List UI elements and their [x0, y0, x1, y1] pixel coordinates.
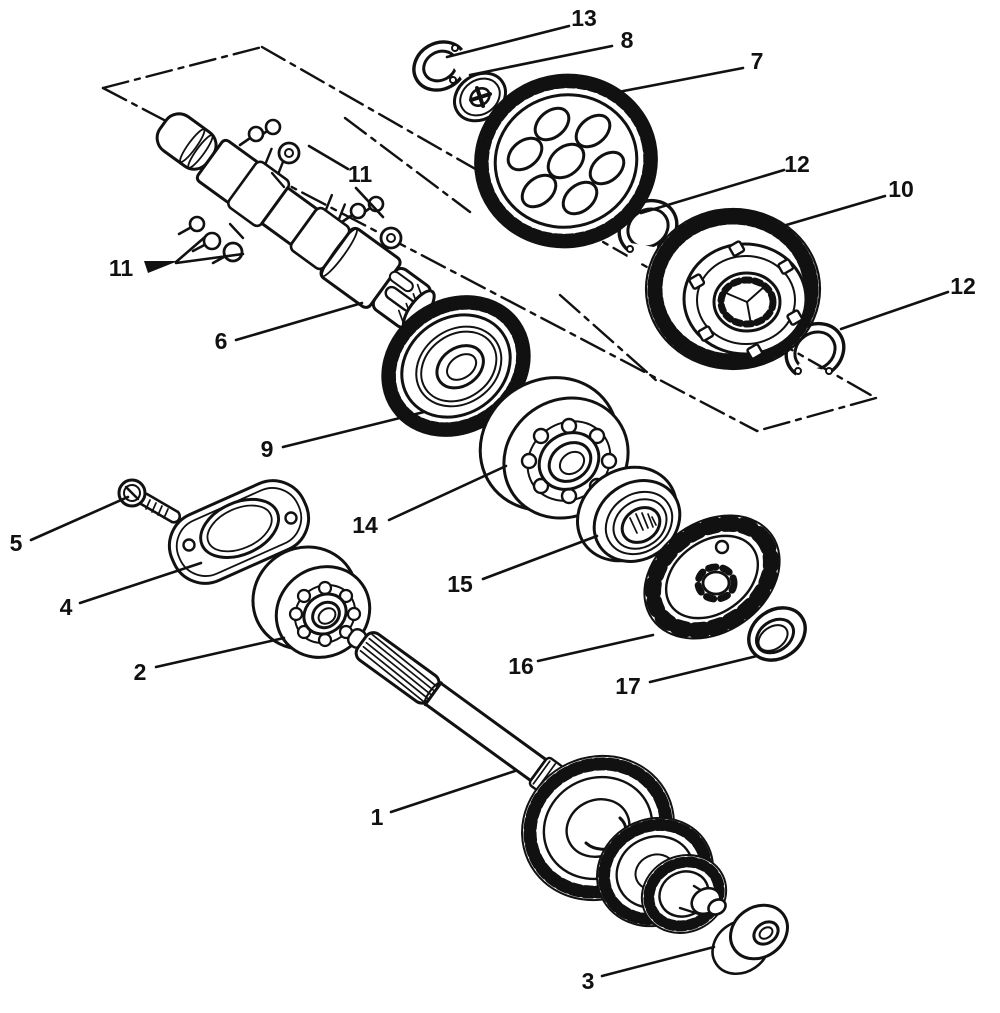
part-sprocket-16: [643, 514, 781, 640]
sprocket-spline-hole: [694, 563, 738, 603]
callout-7-2: 7: [751, 48, 764, 74]
callout-1-17: 1: [371, 804, 384, 830]
part-shift-shaft-6: [155, 112, 436, 332]
callout-2-12: 2: [134, 659, 147, 685]
plate-screw-hole: [284, 511, 298, 525]
callout-14-13: 14: [352, 512, 378, 538]
leader-line-4: [78, 561, 203, 605]
callout-12-5: 12: [950, 273, 976, 299]
leader-line-16: [536, 633, 655, 663]
leader-line-9: [281, 410, 426, 449]
callout-6-8: 6: [215, 328, 228, 354]
part-fork-pins-right-11: [340, 195, 403, 250]
part-plate-4: [167, 479, 311, 585]
shaft-slot-upper: [388, 270, 414, 293]
leader-line-12: [639, 168, 786, 215]
leader-line-15: [481, 534, 599, 581]
callout-13-0: 13: [571, 5, 597, 31]
leader-line-11: [307, 144, 350, 171]
callout-12-3: 12: [784, 151, 810, 177]
leader-line-6: [234, 301, 364, 342]
leader-line-17: [648, 654, 759, 684]
leader-line-7: [606, 66, 745, 96]
callout-10-4: 10: [888, 176, 914, 202]
phantom-edge-left: [101, 45, 264, 90]
callout-11-7: 11: [109, 255, 134, 281]
callout-9-9: 9: [261, 436, 274, 462]
part-bearing-15: [575, 465, 682, 563]
callout-17-16: 17: [615, 673, 641, 699]
phantom-segment-b: [558, 293, 660, 384]
leader-line-1: [389, 769, 517, 814]
callout-11-6: 11: [348, 161, 373, 187]
leader-line-5: [29, 495, 130, 542]
leader-line-11: [174, 252, 245, 265]
callout-15-14: 15: [447, 571, 473, 597]
leader-line-11: [354, 186, 385, 219]
leader-arrowhead-11: [144, 261, 178, 273]
part-gear-7: [474, 73, 658, 249]
part-snap-ring-12b: [784, 321, 846, 391]
bushing-3-bore: [752, 920, 780, 946]
leader-line-3: [600, 945, 716, 978]
part-hub-10: [644, 207, 822, 371]
part-screw-5: [117, 478, 182, 524]
sprocket-pin-hole: [714, 539, 730, 555]
leader-line-10: [774, 194, 887, 230]
leader-line-13: [445, 24, 571, 59]
callout-5-10: 5: [10, 530, 23, 556]
phantom-edge-right: [755, 396, 878, 433]
part-bushing-3: [711, 903, 789, 976]
callout-8-1: 8: [621, 27, 634, 53]
leader-line-11: [174, 235, 207, 264]
leader-line-2: [154, 636, 286, 669]
part-gear-9: [381, 295, 531, 437]
callout-16-15: 16: [508, 653, 534, 679]
phantom-segment-a: [343, 116, 472, 214]
leader-line-14: [387, 464, 508, 522]
part-shaft-1: [346, 628, 728, 934]
leader-line-12: [839, 290, 950, 331]
gear-7-center-hole: [546, 142, 586, 180]
plate-screw-hole: [182, 538, 196, 552]
part-spacer-17: [747, 606, 807, 662]
callout-4-11: 4: [60, 594, 73, 620]
callout-3-18: 3: [582, 968, 595, 994]
part-fork-pins-upper-11: [238, 118, 301, 165]
part-bearing-2: [251, 545, 372, 659]
leader-line-8: [468, 44, 614, 77]
